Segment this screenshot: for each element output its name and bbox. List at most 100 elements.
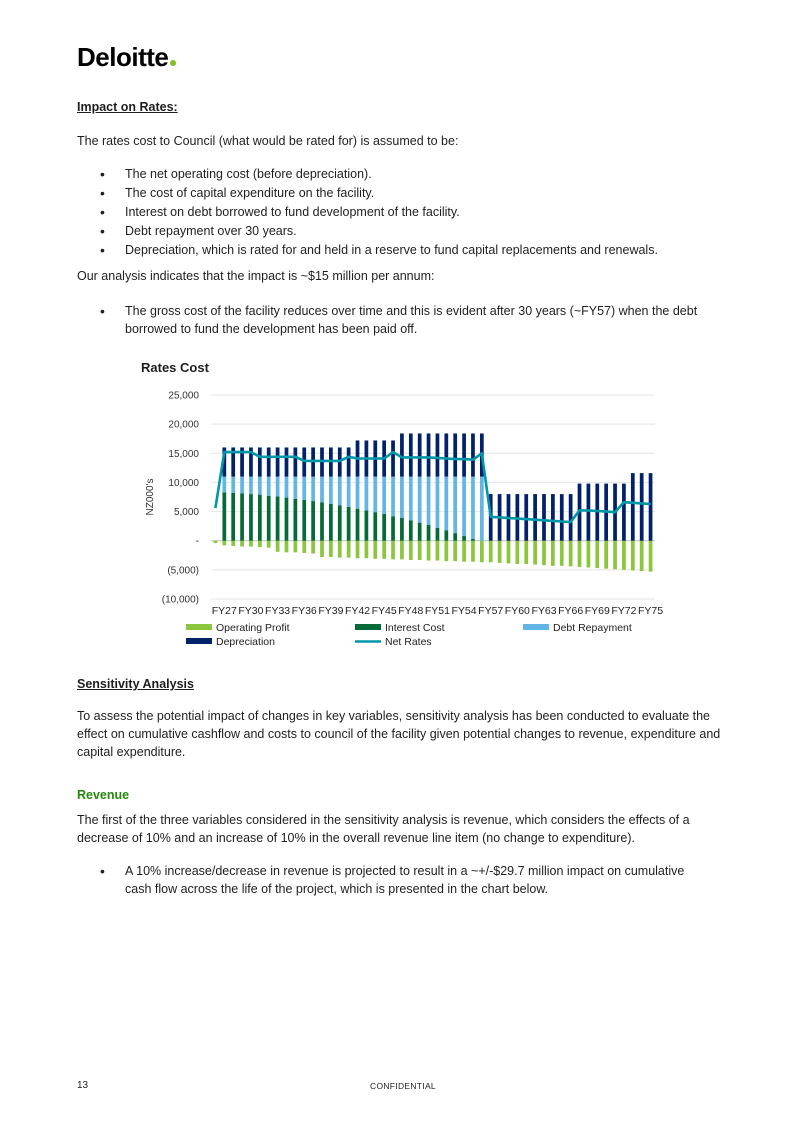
deloitte-logo: Deloitte — [77, 42, 177, 73]
bar-operating-profit — [444, 540, 449, 562]
y-tick-label: - — [196, 536, 199, 547]
bar-depreciation — [471, 433, 475, 477]
bar-operating-profit — [337, 540, 342, 558]
bar-interest-cost — [240, 493, 244, 541]
bar-debt-repayment — [417, 476, 422, 523]
bar-depreciation — [524, 494, 529, 541]
bullet-item: The net operating cost (before depreciat… — [100, 165, 720, 183]
bar-debt-repayment — [426, 476, 431, 525]
bar-operating-profit — [551, 540, 555, 566]
bar-debt-repayment — [391, 476, 395, 517]
bar-operating-profit — [559, 540, 564, 566]
legend-swatch-depreciation — [186, 638, 212, 644]
bar-operating-profit — [506, 540, 511, 564]
bar-interest-cost — [302, 499, 307, 541]
bullet-item: Depreciation, which is rated for and hel… — [100, 241, 720, 259]
y-tick-label: (5,000) — [167, 565, 199, 576]
sensitivity-intro-text: To assess the potential impact of change… — [77, 709, 721, 759]
bar-operating-profit — [355, 540, 360, 559]
x-tick-label: FY75 — [638, 605, 663, 617]
sensitivity-analysis-heading: Sensitivity Analysis — [77, 677, 194, 691]
bar-operating-profit — [275, 540, 280, 552]
bar-operating-profit — [400, 540, 404, 560]
bar-interest-cost — [346, 506, 351, 541]
bar-depreciation — [293, 447, 298, 477]
bullet-item: The gross cost of the facility reduces o… — [100, 302, 700, 338]
bar-debt-repayment — [302, 476, 307, 500]
bullet-item: Interest on debt borrowed to fund develo… — [100, 203, 720, 221]
bar-interest-cost — [284, 497, 289, 541]
bar-depreciation — [586, 483, 591, 541]
bar-debt-repayment — [266, 476, 271, 496]
bar-depreciation — [249, 447, 253, 477]
bar-depreciation — [622, 483, 626, 541]
bar-interest-cost — [382, 513, 387, 541]
bar-operating-profit — [293, 540, 298, 553]
bar-operating-profit — [524, 540, 529, 565]
bar-debt-repayment — [444, 476, 449, 531]
bar-debt-repayment — [320, 476, 324, 503]
bar-debt-repayment — [364, 476, 369, 511]
bar-debt-repayment — [373, 476, 378, 513]
bullet-item: Debt repayment over 30 years. — [100, 222, 720, 240]
bar-operating-profit — [595, 540, 600, 569]
bar-depreciation — [551, 494, 555, 541]
bar-depreciation — [240, 447, 244, 477]
bar-interest-cost — [400, 517, 404, 541]
bar-operating-profit — [302, 540, 307, 553]
bar-debt-repayment — [346, 476, 351, 507]
bar-operating-profit — [515, 540, 520, 565]
bar-operating-profit — [488, 540, 493, 563]
bar-depreciation — [417, 433, 422, 477]
bar-operating-profit — [604, 540, 609, 569]
bar-interest-cost — [373, 512, 378, 541]
y-axis-ticks: 25,00020,00015,00010,0005,000-(5,000)(10… — [162, 391, 200, 606]
bar-interest-cost — [444, 530, 449, 541]
bar-depreciation — [648, 473, 653, 541]
bar-depreciation — [542, 494, 546, 541]
bar-interest-cost — [453, 533, 458, 541]
bullet-item: A 10% increase/decrease in revenue is pr… — [100, 862, 700, 898]
revenue-text: The first of the three variables conside… — [77, 813, 690, 845]
bar-interest-cost — [293, 498, 298, 541]
bar-operating-profit — [266, 540, 271, 548]
bar-debt-repayment — [284, 476, 289, 498]
x-tick-label: FY63 — [531, 605, 556, 617]
bar-operating-profit — [622, 540, 626, 570]
bar-operating-profit — [630, 540, 635, 571]
bar-interest-cost — [249, 494, 253, 541]
bar-depreciation — [257, 447, 262, 477]
bar-debt-repayment — [408, 476, 413, 521]
legend-swatch-debt-repayment — [523, 624, 549, 630]
bar-operating-profit — [249, 540, 253, 547]
bar-depreciation — [266, 447, 271, 477]
bar-operating-profit — [257, 540, 262, 548]
bar-debt-repayment — [222, 476, 227, 493]
bar-operating-profit — [417, 540, 422, 560]
bar-operating-profit — [382, 540, 387, 559]
legend-label: Depreciation — [216, 636, 275, 648]
bar-interest-cost — [311, 501, 315, 541]
bar-interest-cost — [417, 522, 422, 541]
chart-line — [214, 450, 651, 524]
rates-cost-chart: Rates Cost 25,00020,00015,00010,0005,000… — [141, 360, 663, 648]
bar-operating-profit — [426, 540, 431, 561]
logo-dot — [170, 60, 177, 66]
logo-text: Deloitte — [77, 42, 169, 72]
bar-interest-cost — [266, 495, 271, 541]
bar-depreciation — [559, 494, 564, 541]
bar-debt-repayment — [355, 476, 360, 509]
x-tick-label: FY48 — [398, 605, 423, 617]
x-tick-label: FY69 — [585, 605, 610, 617]
bar-depreciation — [391, 440, 395, 477]
bar-debt-repayment — [311, 476, 315, 502]
bar-operating-profit — [497, 540, 502, 563]
bar-operating-profit — [639, 540, 644, 572]
x-tick-label: FY57 — [478, 605, 503, 617]
bar-depreciation — [408, 433, 413, 477]
bar-debt-repayment — [240, 476, 244, 494]
legend-swatch-operating-profit — [186, 624, 212, 630]
bar-operating-profit — [213, 540, 218, 544]
x-tick-label: FY27 — [212, 605, 237, 617]
